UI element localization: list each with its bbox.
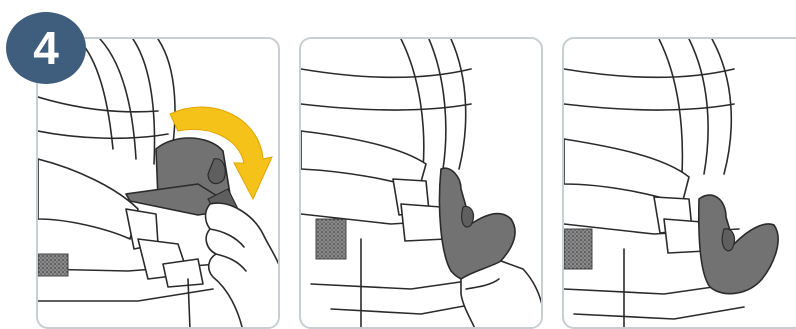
step-number: 4 [33,21,59,75]
hand-icon [206,203,281,329]
panel-3 [562,37,796,329]
panel-1 [36,37,280,329]
panel-1-illustration [38,39,280,329]
panel-3-illustration [564,39,796,329]
panel-2-illustration [301,39,543,329]
panel-2 [299,37,543,329]
foot-part-icon [699,195,778,294]
step-number-badge: 4 [6,12,86,84]
